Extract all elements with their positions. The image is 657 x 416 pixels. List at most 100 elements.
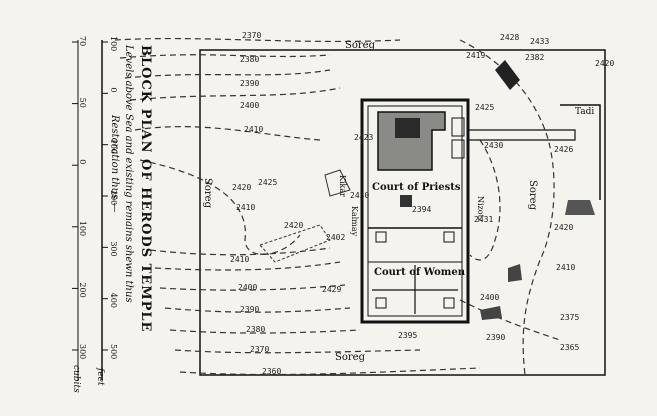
soreg-label-east: Soreg [527, 180, 538, 211]
elevation-label: 2400 [240, 101, 259, 110]
temple-outer-wall [360, 98, 470, 324]
contour-line [119, 54, 331, 59]
contour-line [149, 247, 331, 256]
remains-mark [480, 306, 502, 320]
scale-unit-lower: cubits [71, 365, 81, 393]
scale-tick-label-lower: 0 [78, 159, 87, 164]
temple-complex [360, 98, 470, 324]
temple-inner-wall [367, 105, 463, 317]
contour-line [159, 284, 346, 291]
elevation-labels: 2370 2380 2390 2400 2410 2420 2425 2430 2431 2423… [230, 31, 614, 376]
corner-chamber [443, 231, 455, 243]
elevation-label: 2380 [246, 325, 265, 334]
elevation-label: 2400 [238, 283, 257, 292]
contour-line [154, 261, 341, 271]
elevation-label: 2428 [500, 33, 519, 42]
kikar-label: Kikar [338, 175, 347, 197]
court-of-women-label: Court of Women [374, 267, 466, 278]
elevation-label: 2433 [530, 37, 549, 46]
contour-line [169, 329, 361, 334]
sanctuary-block [377, 111, 446, 171]
soreg-label-north: Soreg [345, 40, 376, 51]
contour-line [459, 299, 561, 341]
soreg-label-south: Soreg [335, 352, 366, 363]
elevation-label: 2400 [480, 293, 499, 302]
elevation-label: 2395 [398, 331, 417, 340]
scale-tick-label-upper: 0 [109, 87, 118, 92]
elevation-label: 2419 [466, 51, 485, 60]
holy-of-holies [395, 118, 420, 138]
scale-unit-upper: feet [95, 367, 105, 386]
elevation-label: 2410 [236, 203, 255, 212]
elevation-label: 2410 [556, 263, 575, 272]
elevation-label: 2370 [242, 31, 261, 40]
elevation-label: 2425 [258, 178, 277, 187]
existing-remains [259, 60, 595, 320]
elevation-label: 2394 [412, 205, 431, 214]
corner-chamber [375, 297, 387, 309]
contour-line [124, 69, 331, 79]
soreg-label-west: Soreg [202, 178, 213, 209]
outer-boundary [199, 49, 606, 376]
remains-mark [565, 200, 595, 215]
elevation-label: 2420 [554, 223, 573, 232]
contour-line [164, 307, 351, 313]
contour-line [139, 159, 301, 255]
elevation-label: 2420 [595, 59, 614, 68]
causeway [468, 129, 576, 141]
scale-tick-label-upper: 200 [109, 190, 118, 205]
elevation-label: 2430 [350, 191, 369, 200]
nizotz-label: Nizotz [476, 196, 485, 222]
corner-chamber [375, 231, 387, 243]
kalmay-label: Kalmay [350, 206, 359, 237]
elevation-label: 2390 [240, 305, 259, 314]
contour-lines [114, 37, 561, 376]
elevation-label: 2380 [240, 55, 259, 64]
side-chamber [451, 139, 465, 159]
scale-tick-label-upper: 400 [109, 293, 118, 308]
scale-tick-label-lower: 100 [78, 221, 87, 236]
scale-tick-label-lower: 200 [78, 282, 87, 297]
scale-tick-label-upper: 500 [109, 344, 118, 359]
scale-tick-label-lower: 50 [78, 98, 87, 108]
contour-line [179, 367, 481, 376]
elevation-label: 2360 [262, 367, 281, 376]
elevation-label: 2420 [284, 221, 303, 230]
elevation-label: 2390 [240, 79, 259, 88]
contour-line [469, 139, 501, 261]
restoration-label: Restoration thus — [109, 114, 120, 212]
elevation-label: 2429 [322, 285, 341, 294]
scale-tick-label-upper: 100 [109, 139, 118, 154]
elevation-label: 2410 [230, 255, 249, 264]
elevation-label: 2375 [560, 313, 579, 322]
remains-mark [495, 60, 520, 90]
remains-mark [508, 264, 522, 282]
scale-tick-label-lower: 300 [78, 344, 87, 359]
court-of-priests-label: Court of Priests [372, 182, 461, 193]
elevation-label: 2423 [354, 133, 373, 142]
contour-line [114, 37, 401, 43]
tadi-label: Tadi [575, 107, 594, 117]
altar [400, 195, 412, 207]
elevation-label: 2365 [560, 343, 579, 352]
contour-line [174, 349, 421, 354]
map-title: BLOCK PLAN OF HERODS TEMPLE [138, 45, 153, 332]
scale-tick-label-upper: 100 [109, 36, 118, 51]
contour-line [129, 87, 341, 101]
elevation-label: 2426 [554, 145, 573, 154]
elevation-label: 2431 [474, 215, 493, 224]
elevation-label: 2370 [250, 345, 269, 354]
elevation-label: 2402 [326, 233, 345, 242]
elevation-label: 2390 [486, 333, 505, 342]
scale-tick-label-upper: 300 [109, 241, 118, 256]
map-subtitle: Levels above Sea and existing remains sh… [123, 44, 134, 303]
scale-tick-label-lower: 70 [78, 36, 87, 46]
elevation-label: 2410 [244, 125, 263, 134]
tadi-gate-wall [560, 104, 601, 200]
elevation-label: 2382 [525, 53, 544, 62]
remains-outline [324, 169, 351, 197]
title-block: BLOCK PLAN OF HERODS TEMPLE Levels above… [109, 44, 153, 332]
